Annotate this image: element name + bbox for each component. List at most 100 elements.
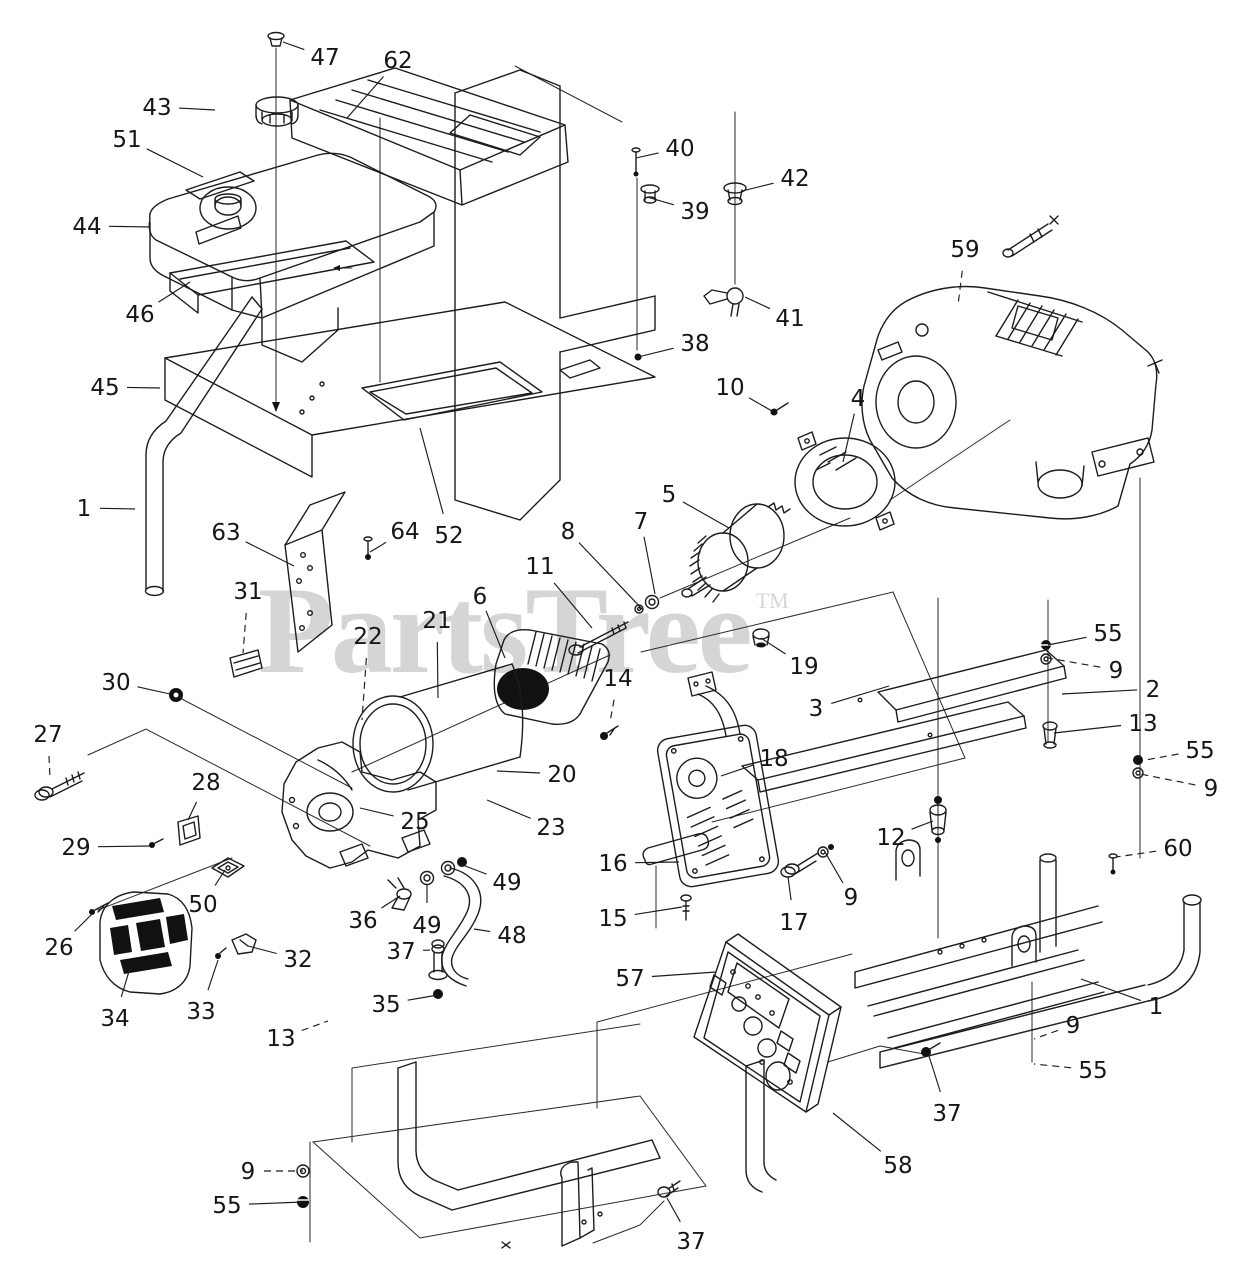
callout-47: 47 (310, 45, 339, 71)
callout-25: 25 (400, 809, 429, 835)
callout-51: 51 (112, 127, 141, 153)
callout-34: 34 (100, 1006, 129, 1032)
callout-48: 48 (497, 923, 526, 949)
air-grille (99, 891, 193, 995)
leader-line-34 (120, 967, 131, 998)
leader-line-12 (911, 820, 934, 830)
leader-line-63 (245, 541, 295, 567)
leader-line-55 (1139, 753, 1179, 762)
base-pan (164, 301, 656, 478)
leader-line-55 (248, 1201, 304, 1205)
callout-1: 1 (1149, 994, 1164, 1020)
support-plates (741, 649, 1067, 793)
leader-line-2 (1061, 689, 1138, 695)
callout-45: 45 (90, 375, 119, 401)
leader-line-17 (787, 876, 792, 901)
callout-38: 38 (680, 331, 709, 357)
callout-40: 40 (665, 136, 694, 162)
lower-frame-center (296, 1059, 777, 1249)
leader-line-11 (553, 582, 593, 629)
leader-line-26 (74, 912, 94, 932)
muffler (642, 671, 834, 921)
watermark-tm: TM (755, 588, 789, 613)
leader-line-48 (473, 928, 491, 933)
callout-37: 37 (932, 1101, 961, 1127)
stator-housing (794, 431, 896, 531)
leader-line-3 (831, 685, 890, 704)
tank-bracket (169, 240, 375, 314)
callout-55: 55 (1093, 621, 1122, 647)
leader-line-55 (1033, 1063, 1072, 1069)
callout-36: 36 (348, 908, 377, 934)
leader-line-1 (1080, 978, 1142, 1002)
callout-19: 19 (789, 654, 818, 680)
callout-2: 2 (1146, 677, 1161, 703)
fuel-cap (255, 96, 299, 127)
support-column (454, 69, 656, 521)
callout-9: 9 (1204, 776, 1219, 802)
callout-23: 23 (536, 815, 565, 841)
leader-line-40 (635, 152, 659, 159)
callout-33: 33 (186, 999, 215, 1025)
leader-line-52 (419, 427, 444, 514)
callout-18: 18 (759, 746, 788, 772)
leader-line-18 (720, 764, 754, 777)
rotor (681, 502, 791, 603)
callout-3: 3 (809, 696, 824, 722)
leader-line-42 (741, 182, 774, 192)
leader-line-1 (99, 507, 136, 510)
callout-42: 42 (780, 166, 809, 192)
callout-49: 49 (492, 870, 521, 896)
blower-housing (281, 741, 437, 869)
callout-43: 43 (142, 95, 171, 121)
callout-14: 14 (603, 666, 632, 692)
leader-line-13 (1053, 724, 1122, 734)
callout-37: 37 (676, 1229, 705, 1255)
callout-50: 50 (188, 892, 217, 918)
handle-frame-left (144, 296, 263, 597)
callout-27: 27 (33, 722, 62, 748)
lower-frame-right (854, 839, 1202, 1069)
callout-15: 15 (598, 906, 627, 932)
leader-line-29 (97, 845, 151, 848)
leader-line-15 (634, 906, 683, 916)
callout-22: 22 (353, 624, 382, 650)
leader-line-51 (146, 148, 204, 178)
leader-line-14 (609, 699, 615, 723)
callout-64: 64 (390, 519, 419, 545)
callout-59: 59 (950, 237, 979, 263)
leader-line-28 (187, 801, 198, 821)
callout-9: 9 (1066, 1013, 1081, 1039)
leader-line-57 (651, 971, 717, 978)
leader-line-38 (637, 347, 674, 358)
callout-41: 41 (775, 306, 804, 332)
leader-line-60 (1115, 850, 1157, 858)
callout-11: 11 (525, 554, 554, 580)
leader-line-27 (48, 755, 51, 779)
callout-31: 31 (233, 579, 262, 605)
side-bracket (284, 491, 346, 653)
callout-58: 58 (883, 1153, 912, 1179)
leader-line-31 (242, 612, 247, 654)
callout-12: 12 (876, 825, 905, 851)
callout-21: 21 (422, 608, 451, 634)
leader-line-35 (407, 994, 439, 1001)
callout-1: 1 (77, 496, 92, 522)
leader-line-47 (282, 41, 305, 51)
leader-line-55 (1047, 636, 1087, 646)
screw-10 (770, 402, 789, 416)
leader-line-45 (126, 386, 161, 389)
leader-line-13 (301, 1020, 329, 1032)
callout-57: 57 (615, 966, 644, 992)
callout-35: 35 (371, 992, 400, 1018)
leader-line-39 (646, 196, 675, 206)
construction-lines (87, 47, 1141, 1244)
leader-line-7 (643, 536, 656, 595)
callout-62: 62 (383, 48, 412, 74)
leader-line-23 (486, 799, 531, 819)
leader-line-36 (381, 895, 401, 909)
callout-46: 46 (125, 302, 154, 328)
callout-49: 49 (412, 913, 441, 939)
callout-44: 44 (72, 214, 101, 240)
